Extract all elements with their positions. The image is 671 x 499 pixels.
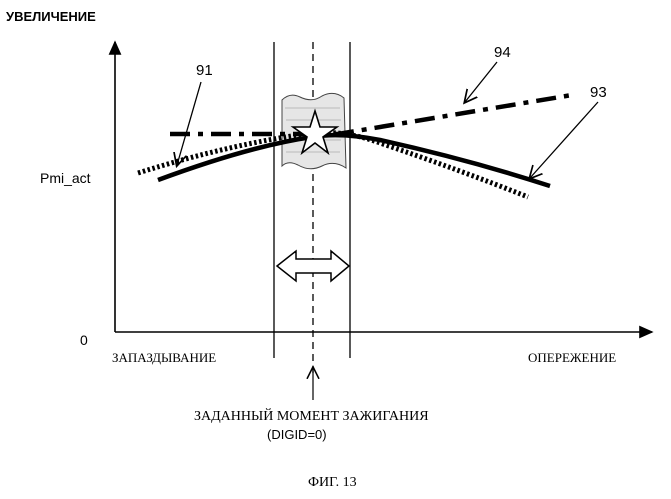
curve-94 <box>170 95 572 134</box>
retard-label: ЗАПАЗДЫВАНИЕ <box>112 350 216 365</box>
curve-93 <box>158 135 550 186</box>
pmi-act-label: Pmi_act <box>40 170 91 186</box>
leader-91 <box>177 82 201 165</box>
leader-94 <box>465 62 497 102</box>
origin-zero-label: 0 <box>80 332 88 348</box>
set-timing-label: ЗАДАННЫЙ МОМЕНТ ЗАЖИГАНИЯ <box>194 407 429 424</box>
ref-numeral-94: 94 <box>494 44 511 61</box>
advance-label: ОПЕРЕЖЕНИЕ <box>528 350 616 365</box>
leader-93 <box>530 102 598 178</box>
ref-numeral-93: 93 <box>590 84 607 101</box>
ref-numeral-91: 91 <box>196 62 213 79</box>
digid-label: (DIGID=0) <box>267 427 327 442</box>
y-axis-title: УВЕЛИЧЕНИЕ <box>6 9 96 24</box>
figure-caption: ФИГ. 13 <box>308 475 357 490</box>
